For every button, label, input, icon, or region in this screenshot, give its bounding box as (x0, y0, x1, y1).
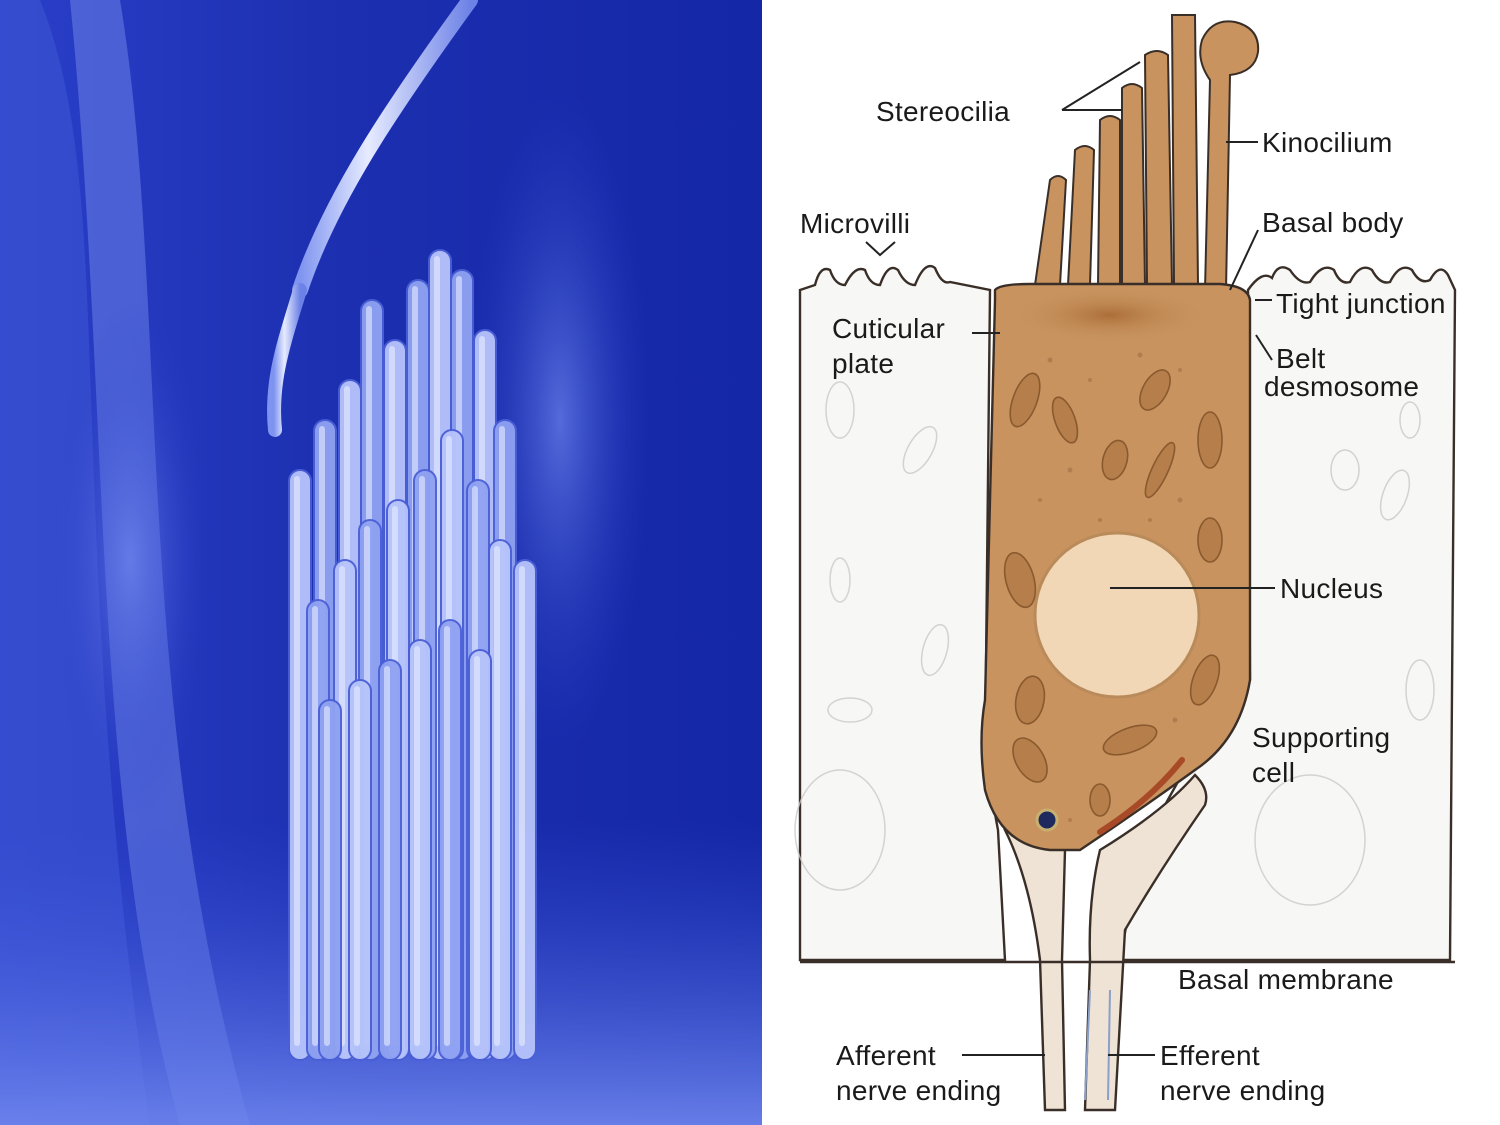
stereocilium-highlight (294, 476, 300, 1046)
stereocilium-highlight (324, 706, 330, 1046)
label-supporting-cell-line2: cell (1252, 757, 1295, 788)
kinocilium-graphic (1199, 20, 1260, 291)
hair-cell-diagram: Stereocilia Kinocilium Microvilli Basal … (762, 0, 1500, 1125)
stereocilia-bundle-graphic (288, 249, 537, 1061)
label-basal-body: Basal body (1262, 207, 1404, 238)
synaptic-ribbon-graphic (1097, 757, 1185, 835)
stereocilia-micrograph (0, 0, 762, 1125)
label-nucleus: Nucleus (1280, 573, 1383, 604)
label-belt-desmosome-line1: Belt (1276, 343, 1325, 374)
label-cuticular-plate-line2: plate (832, 348, 894, 379)
label-tight-junction: Tight junction (1276, 288, 1446, 319)
efferent-nerve-graphic (1083, 773, 1208, 1112)
micrograph-image (0, 0, 762, 1125)
stereocilia-graphic (1033, 14, 1200, 286)
label-efferent-line2: nerve ending (1160, 1075, 1326, 1106)
stereocilium-highlight (494, 546, 500, 1046)
supporting-cell-left (798, 264, 1007, 962)
label-supporting-cell-line1: Supporting (1252, 722, 1390, 753)
mitochondria-graphic (1003, 369, 1223, 817)
synaptic-body-graphic (1035, 808, 1059, 832)
stereocilium-highlight (474, 656, 480, 1046)
stereocilium-highlight (444, 626, 450, 1046)
stereocilium-highlight (354, 686, 360, 1046)
label-afferent-line1: Afferent (836, 1040, 936, 1071)
cuticular-plate-graphic (1010, 287, 1210, 343)
afferent-nerve-graphic (1003, 828, 1067, 1112)
stereocilium-highlight (414, 646, 420, 1046)
label-microvilli: Microvilli (800, 208, 910, 239)
stereocilium-highlight (312, 606, 318, 1046)
label-efferent-line1: Efferent (1160, 1040, 1260, 1071)
label-belt-desmosome-line2: desmosome (1264, 371, 1419, 402)
label-stereocilia: Stereocilia (876, 96, 1010, 127)
label-cuticular-plate-line1: Cuticular (832, 313, 945, 344)
nucleus-graphic (1033, 531, 1201, 699)
stereocilium-highlight (384, 666, 390, 1046)
label-basal-membrane: Basal membrane (1178, 964, 1394, 995)
stereocilium-highlight (519, 566, 525, 1046)
leader-lines (865, 61, 1275, 1056)
label-afferent-line2: nerve ending (836, 1075, 1002, 1106)
label-kinocilium: Kinocilium (1262, 127, 1393, 158)
hair-cell-diagram-svg: Stereocilia Kinocilium Microvilli Basal … (794, 14, 1457, 1112)
